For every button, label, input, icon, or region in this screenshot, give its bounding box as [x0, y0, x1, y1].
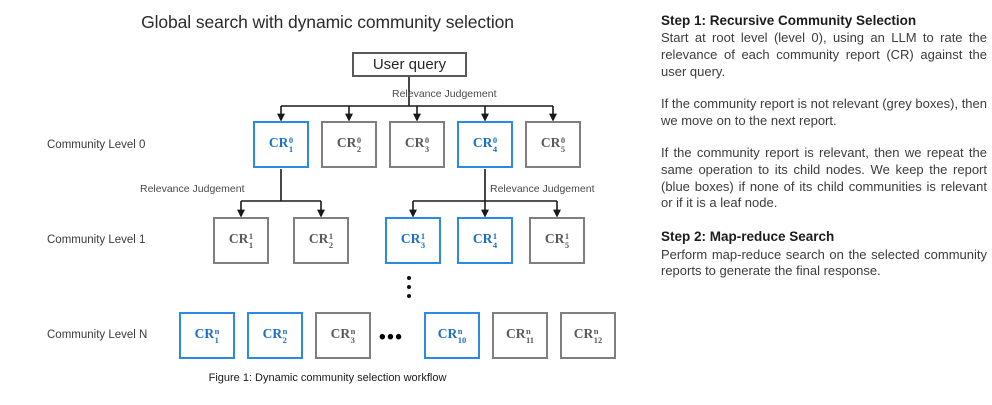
level-label-0: Community Level 0	[47, 139, 146, 151]
step2-paragraph-1: Perform map-reduce search on the selecte…	[661, 246, 987, 279]
step1-paragraph-2: If the community report is not relevant …	[661, 95, 987, 128]
paragraph-spacer	[661, 81, 987, 96]
section-spacer	[661, 212, 987, 228]
figure-panel: Global search with dynamic community sel…	[47, 12, 616, 384]
user-query-box: User query	[352, 52, 467, 77]
horizontal-ellipsis: •••	[379, 327, 404, 348]
figure-title: Global search with dynamic community sel…	[141, 12, 514, 32]
edge-label-root: Relevance Judgement	[392, 88, 497, 100]
step1-paragraph-1: Start at root level (level 0), using an …	[661, 30, 987, 80]
step2-heading: Step 2: Map-reduce Search	[661, 229, 835, 245]
ellipsis-dot	[407, 276, 411, 280]
level-label-1: Community Level 1	[47, 234, 146, 246]
edge-label-left-branch: Relevance Judgement	[140, 183, 245, 195]
ellipsis-dot	[407, 294, 411, 298]
ellipsis-dot	[407, 285, 411, 289]
step1-heading: Step 1: Recursive Community Selection	[661, 13, 917, 28]
explanation-panel: Step 1: Recursive Community Selection St…	[661, 12, 987, 280]
paragraph-spacer	[661, 130, 987, 145]
vertical-ellipsis	[407, 276, 411, 298]
level-label-n: Community Level N	[47, 329, 148, 341]
diagram-connectors	[237, 75, 561, 218]
edge-label-right-branch: Relevance Judgement	[490, 183, 595, 195]
step1-paragraph-3: If the community report is relevant, the…	[661, 144, 987, 211]
user-query-label: User query	[372, 56, 447, 73]
figure-caption: Figure 1: Dynamic community selection wo…	[208, 372, 447, 384]
